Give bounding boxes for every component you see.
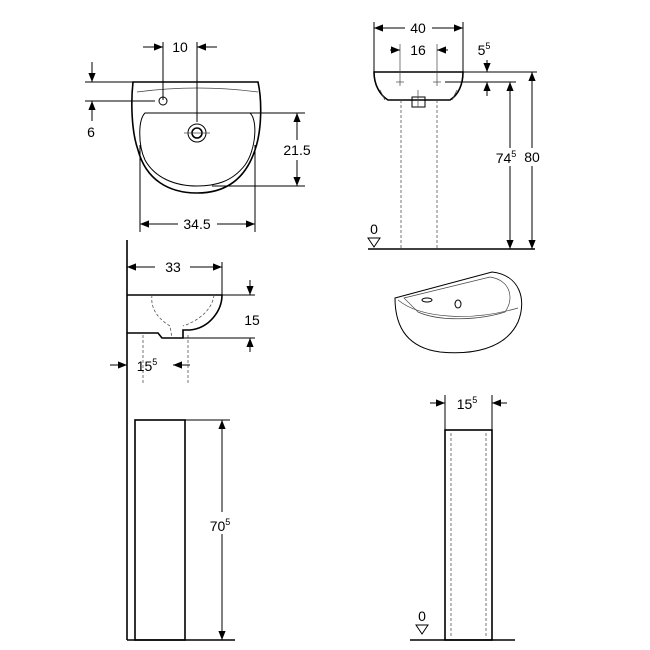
dim-basin-height: 15 [244,312,260,328]
floor-level-label: 0 [418,608,426,624]
side-elevation: 33 15 155 [110,240,260,395]
dim-rim-height: 55 [478,41,491,58]
pedestal-side-view: 705 [126,395,239,641]
dim-drain-offset: 155 [137,357,158,374]
floor-level-label: 0 [370,221,378,237]
dim-pedestal-width: 155 [457,395,478,412]
dim-tap-spacing: 16 [410,42,426,58]
dim-bowl-width: 34.5 [183,216,210,232]
dim-bowl-depth: 21.5 [283,142,310,158]
floor-level-icon [367,237,381,248]
dim-overall-height: 80 [524,149,540,165]
dim-tap-from-edge: 6 [87,124,95,140]
plan-view: 10 6 21.5 34.5 [85,39,311,232]
isometric-view [394,271,523,354]
front-elevation: 40 16 55 745 80 0 [367,20,542,250]
dim-projection: 33 [165,259,181,275]
dim-tap-offset: 10 [172,39,188,55]
tap-hole-icon [396,78,441,86]
dim-pedestal-height: 705 [210,517,231,534]
dim-tap-height: 745 [496,149,517,166]
floor-level-icon [415,624,429,635]
dim-basin-width: 40 [410,20,426,36]
pedestal-front-view: 155 0 [410,395,515,641]
